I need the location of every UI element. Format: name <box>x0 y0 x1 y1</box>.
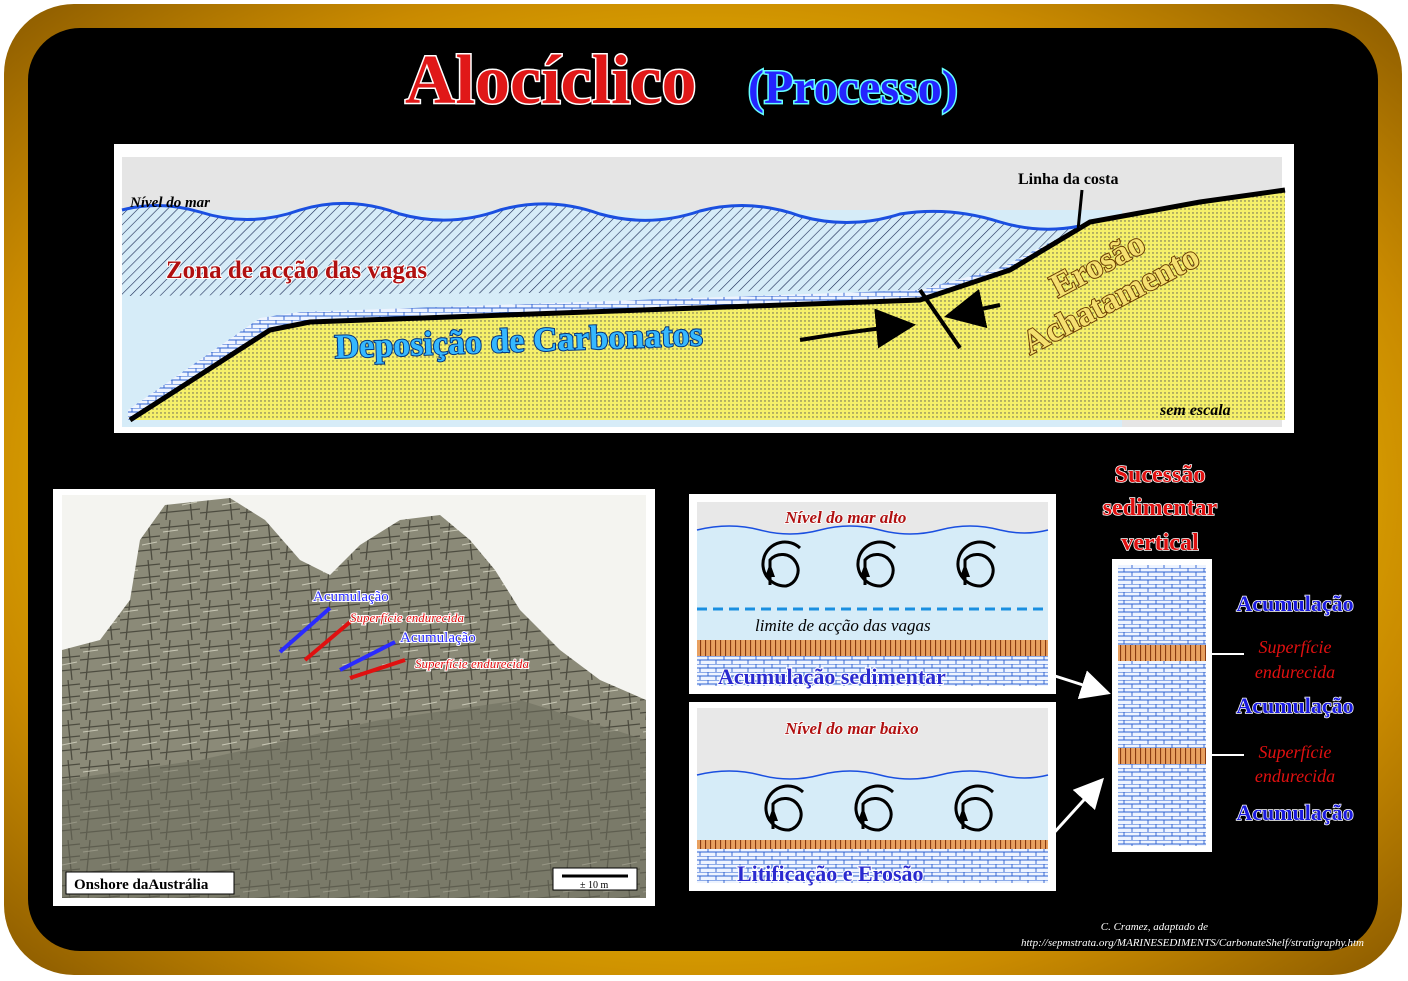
coastline-label: Linha da costa <box>1018 171 1118 188</box>
coastline-tick <box>1076 189 1084 231</box>
photo-hard-label-2: Superfície endurecida <box>415 656 529 671</box>
succession-title-1: Sucessão <box>1115 462 1206 488</box>
low-panel-sea-surface <box>696 770 1049 780</box>
column-hard-2b: endurecida <box>1255 766 1335 786</box>
sand-substrate <box>130 190 1285 420</box>
high-panel-title: Nível do mar alto <box>784 508 906 527</box>
mountain-base <box>62 700 646 898</box>
high-sea-level-panel: Nível do mar alto limite de acção das va… <box>689 494 1056 694</box>
column-hard-1a: Superfície <box>1259 637 1332 657</box>
low-panel-carbonate <box>697 849 1048 883</box>
high-panel-bottom-label: Acumulação sedimentar <box>718 664 946 689</box>
vertical-succession: Sucessão sedimentar vertical Acumulação … <box>1102 461 1354 852</box>
high-panel-eddies <box>761 540 997 588</box>
credit-line-1: C. Cramez, adaptado de <box>1101 921 1208 933</box>
succession-title-2: sedimentar <box>1103 495 1218 521</box>
column-hard-1b: endurecida <box>1255 662 1335 682</box>
wave-zone-hatch <box>122 203 1125 296</box>
wave-zone-label: Zona de acção das vagas <box>166 257 427 284</box>
sea-level-line <box>121 201 1081 231</box>
low-panel-bottom-label: Litificação e Erosão <box>737 861 924 886</box>
photo-hard-label-1: Superfície endurecida <box>350 610 464 625</box>
photo-hard-line-1 <box>303 620 352 662</box>
high-panel-carbonate <box>697 656 1048 686</box>
scale-label: sem escala <box>1159 402 1231 419</box>
wave-base-label: limite de acção das vagas <box>755 616 931 635</box>
column-acc-bot: Acumulação <box>1236 800 1353 825</box>
erosion-cross <box>918 288 962 350</box>
high-panel-hardground <box>697 640 1048 656</box>
outcrop-photo: Acumulação Superfície endurecida Acumula… <box>53 489 655 906</box>
scale-bar-label: ± 10 m <box>580 880 608 891</box>
scale-bar-box <box>552 867 638 891</box>
low-sea-level-panel: Nível do mar baixo Litificação e Erosão <box>689 702 1056 891</box>
column-hardground-2 <box>1118 748 1206 764</box>
column-hard-2a: Superfície <box>1259 742 1332 762</box>
coastal-profile: Nível do mar Linha da costa Zona de acçã… <box>114 144 1294 433</box>
low-panel-eddies <box>764 784 995 832</box>
photo-caption-box <box>65 871 235 895</box>
succession-title-3: vertical <box>1121 530 1199 556</box>
high-panel-sea-surface <box>696 525 1049 535</box>
title-main: Alocíclico <box>405 42 697 119</box>
photo-acc-line-2 <box>339 640 396 672</box>
column-acc-top: Acumulação <box>1236 591 1353 616</box>
sea-level-label: Nível do mar <box>129 195 210 211</box>
column-hardground-1 <box>1118 645 1206 661</box>
erosion-arrow <box>944 288 1001 329</box>
photo-acc-label-2: Acumulação <box>400 630 476 646</box>
photo-acc-label-1: Acumulação <box>313 589 389 605</box>
photo-caption: Onshore daAustrália <box>74 877 209 893</box>
low-panel-hardground <box>697 840 1048 849</box>
photo-acc-line-1 <box>278 606 332 654</box>
column-carbonate <box>1118 565 1206 846</box>
title-sub: (Processo) <box>748 61 958 114</box>
low-panel-title: Nível do mar baixo <box>784 719 919 738</box>
arrow-low-to-column <box>1050 777 1105 837</box>
substrate-surface <box>128 187 1286 423</box>
credit-line-2: http://sepmstrata.org/MARINESEDIMENTS/Ca… <box>1021 937 1364 949</box>
photo-hard-line-2 <box>349 658 406 680</box>
deposition-arrow <box>799 308 916 349</box>
column-acc-mid: Acumulação <box>1236 693 1353 718</box>
arrow-high-to-column <box>1054 670 1111 700</box>
